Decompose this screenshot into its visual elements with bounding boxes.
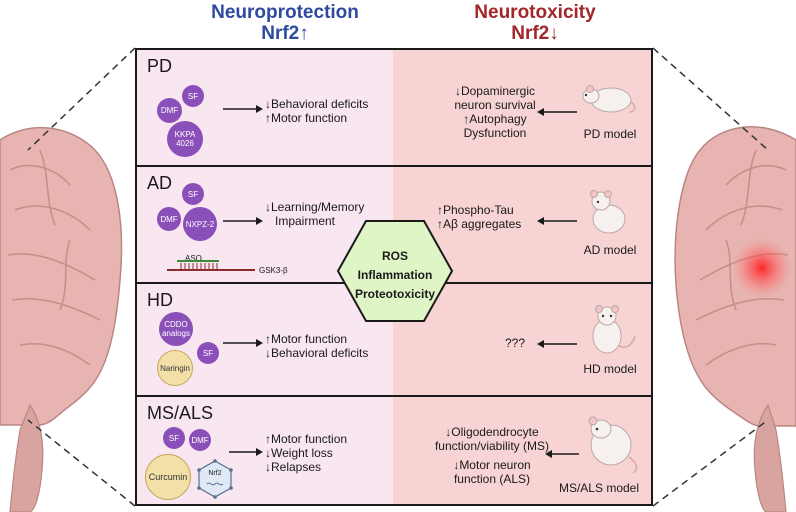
effect-text: ↓Behavioral deficits — [265, 346, 369, 360]
effect-text: ↑Motor function — [265, 332, 348, 346]
toxic-line: Dysfunction — [463, 126, 527, 140]
left-brain-icon — [0, 127, 123, 512]
lesion-glow — [732, 238, 792, 298]
nrf2-down-label: Nrf2↓ — [511, 23, 559, 44]
panel-title: AD — [147, 173, 173, 193]
natural-compound-circle: Naringin — [157, 350, 193, 386]
mouse-icon — [592, 305, 636, 354]
neuroprotection-header: Neuroprotection Nrf2↑ — [190, 2, 380, 44]
toxic-line: ↑Aβ aggregates — [437, 217, 522, 231]
compound-circle: SF — [197, 342, 219, 364]
compound-circle: SF — [182, 183, 204, 205]
panel-pd: PD SF DMF KKPA 4026 ↓Behavioral deficits… — [137, 50, 651, 167]
panel-ms-als: MS/ALS SF DMF Curcumin Nrf2 ↑Motor funct… — [137, 397, 651, 504]
toxic-line: ↓Motor neuron — [453, 458, 531, 472]
panel-hd: HD CDDO analogs SF Naringin ↑Motor funct… — [137, 284, 651, 397]
arrow-right-icon — [223, 105, 263, 113]
compound-circle: DMF — [157, 98, 182, 123]
neurotoxicity-title: Neurotoxicity — [474, 2, 596, 23]
toxic-line: ↑Phospho-Tau — [437, 203, 514, 217]
arrow-right-icon — [229, 448, 263, 456]
panel-title: PD — [147, 56, 173, 76]
neuroprotection-title: Neuroprotection — [211, 2, 359, 23]
compound-circle: KKPA 4026 — [167, 121, 203, 157]
nrf2-hexagon-icon — [197, 459, 233, 499]
model-label: HD model — [583, 362, 637, 376]
model-label: PD model — [583, 127, 637, 141]
arrow-left-icon — [537, 340, 577, 348]
arrow-right-icon — [223, 339, 263, 347]
neurotoxicity-header: Neurotoxicity Nrf2↓ — [440, 2, 630, 44]
toxic-line: ↑Autophagy — [463, 112, 527, 126]
toxic-line: neuron survival — [454, 98, 536, 112]
compound-circle: DMF — [157, 207, 181, 231]
toxic-line: function/viability (MS) — [434, 439, 550, 453]
arrow-left-icon — [537, 108, 577, 116]
toxic-line: ↓Oligodendrocyte — [445, 425, 539, 439]
effect-text: ↓Weight loss — [265, 446, 333, 460]
gsk3b-label: GSK3-β — [259, 266, 288, 275]
compound-circle: SF — [163, 427, 185, 449]
nrf2-up-label: Nrf2↑ — [261, 23, 309, 44]
nrf2-label: Nrf2 — [208, 470, 222, 477]
panel-title: HD — [147, 290, 173, 310]
compound-circle: DMF — [189, 429, 211, 451]
compound-circle: CDDO analogs — [159, 312, 193, 346]
zoom-lines — [27, 47, 769, 507]
effect-text: ↑Motor function — [265, 111, 348, 125]
toxic-line: function (ALS) — [453, 472, 531, 486]
mouse-icon — [588, 416, 638, 474]
effect-text: ↓Behavioral deficits — [265, 97, 369, 111]
effect-text: ↓Relapses — [265, 460, 322, 474]
effect-text: ↓Learning/Memory — [265, 200, 365, 214]
ros-hexagon-text: ROS Inflammation Proteotoxicity — [336, 247, 454, 304]
right-brain-icon — [674, 126, 796, 512]
model-label: AD model — [583, 243, 637, 257]
compound-circle: NXPZ-2 — [183, 207, 217, 241]
natural-compound-circle: Curcumin — [145, 454, 191, 500]
toxic-line: ??? — [505, 336, 526, 350]
hex-line: ROS — [381, 249, 408, 263]
arrow-left-icon — [537, 217, 577, 225]
arrow-right-icon — [223, 217, 263, 225]
toxic-effects: ↓Oligodendrocyte function/viability (MS)… — [417, 425, 567, 486]
disease-panel-frame: PD SF DMF KKPA 4026 ↓Behavioral deficits… — [135, 48, 653, 506]
toxic-effects: ↓Dopaminergic neuron survival ↑Autophagy… — [429, 84, 561, 140]
mouse-icon — [590, 190, 626, 234]
mouse-icon — [582, 85, 636, 113]
aso-gene-icon — [167, 260, 255, 271]
hex-line: Proteotoxicity — [354, 287, 435, 301]
toxic-line: ↓Dopaminergic — [454, 84, 536, 98]
hex-line: Inflammation — [357, 268, 433, 282]
ros-hexagon-icon — [336, 220, 454, 322]
aso-label: ASO — [185, 254, 202, 263]
effect-text: ↑Motor function — [265, 432, 348, 446]
model-label: MS/ALS model — [558, 481, 640, 495]
arrow-left-icon — [545, 450, 579, 458]
effect-text: Impairment — [275, 214, 336, 228]
panel-title: MS/ALS — [147, 403, 214, 423]
compound-circle: SF — [182, 85, 204, 107]
